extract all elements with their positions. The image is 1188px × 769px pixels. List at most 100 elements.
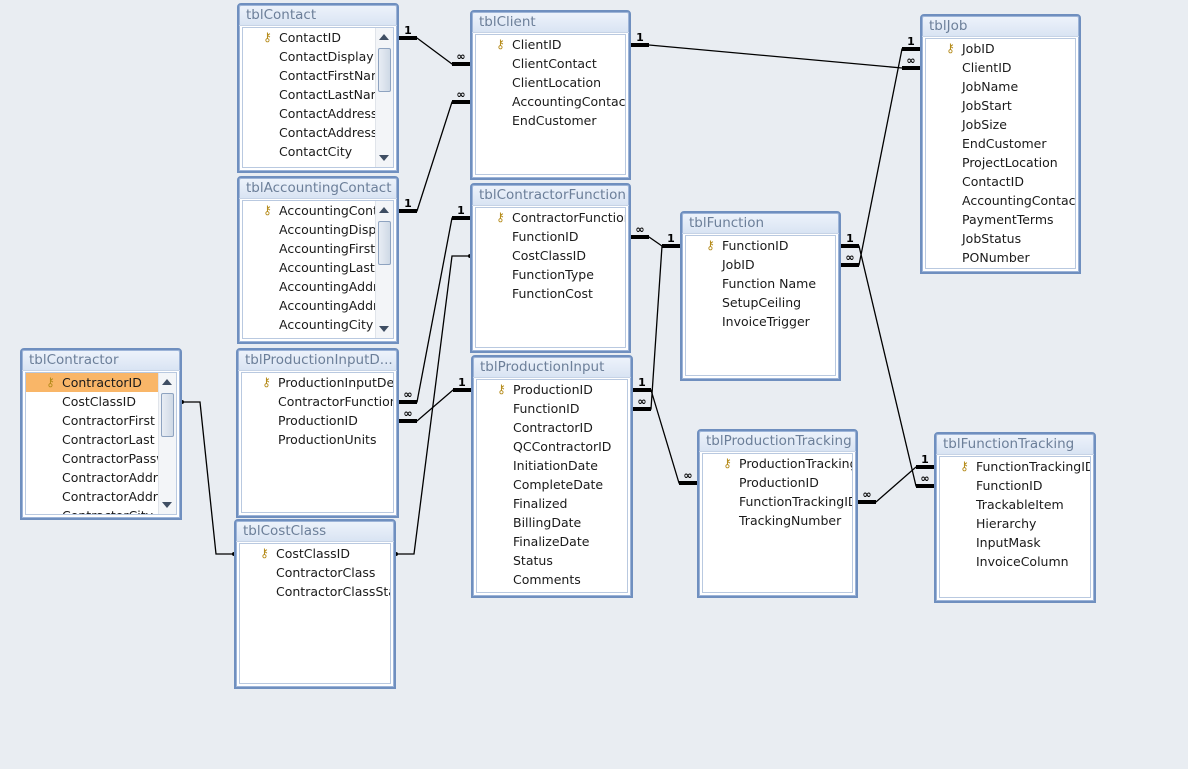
table-title[interactable]: tblProductionTracking: [699, 431, 856, 452]
table-title[interactable]: tblProductionInputD...: [238, 350, 397, 371]
table-title[interactable]: tblContractor: [22, 350, 180, 371]
field-row[interactable]: FunctionType: [476, 265, 625, 284]
field-row[interactable]: JobName: [926, 77, 1075, 96]
field-row[interactable]: ContactCity: [243, 142, 376, 161]
field-row[interactable]: PaymentTerms: [926, 210, 1075, 229]
field-row[interactable]: ContractorCity: [26, 506, 159, 514]
field-row[interactable]: ⚷FunctionID: [686, 236, 835, 255]
field-row[interactable]: ⚷JobID: [926, 39, 1075, 58]
field-list[interactable]: ⚷AccountingContaAccountingDisplaAccounti…: [242, 200, 394, 339]
field-row[interactable]: EndCustomer: [476, 111, 625, 130]
field-row[interactable]: JobSize: [926, 115, 1075, 134]
field-row[interactable]: ContactFirstName: [243, 66, 376, 85]
field-row[interactable]: CostClassID: [476, 246, 625, 265]
table-tblproductioninputd[interactable]: tblProductionInputD... ⚷ProductionInputDe…: [236, 348, 399, 518]
field-row[interactable]: CostClassID: [26, 392, 159, 411]
field-row[interactable]: ContractorID: [477, 418, 627, 437]
field-row[interactable]: ContractorClassStatu: [240, 582, 390, 601]
scroll-down-icon[interactable]: [379, 155, 389, 161]
field-row[interactable]: ContractorFirst: [26, 411, 159, 430]
scrollbar[interactable]: [375, 201, 393, 338]
field-row[interactable]: InitiationDate: [477, 456, 627, 475]
field-row[interactable]: InvoiceColumn: [940, 552, 1090, 571]
table-tblcontact[interactable]: tblContact⚷ContactIDContactDisplayNaCont…: [237, 3, 399, 173]
field-row[interactable]: ContactAddress2: [243, 123, 376, 142]
field-row[interactable]: ⚷ProductionID: [477, 380, 627, 399]
field-row[interactable]: CompleteDate: [477, 475, 627, 494]
table-title[interactable]: tblAccountingContact: [239, 178, 397, 199]
field-row[interactable]: BillingDate: [477, 513, 627, 532]
field-row[interactable]: AccountingContact: [476, 92, 625, 111]
table-title[interactable]: tblCostClass: [236, 521, 394, 542]
field-row[interactable]: AccountingAddre: [243, 277, 376, 296]
field-row[interactable]: ⚷FunctionTrackingID: [940, 457, 1090, 476]
field-row[interactable]: ContactLastName: [243, 85, 376, 104]
field-row[interactable]: ⚷ProductionTrackingII: [703, 454, 852, 473]
field-row[interactable]: Status: [477, 551, 627, 570]
field-row[interactable]: AccountingDispla: [243, 220, 376, 239]
table-tblproductiontracking[interactable]: tblProductionTracking⚷ProductionTracking…: [697, 429, 858, 598]
field-row[interactable]: AccountingAddre: [243, 296, 376, 315]
field-row[interactable]: ProductionID: [242, 411, 393, 430]
scrollbar[interactable]: [158, 373, 176, 514]
field-row[interactable]: AccountingContactII: [926, 191, 1075, 210]
scroll-up-icon[interactable]: [162, 379, 172, 385]
field-row[interactable]: ⚷ProductionInputDeta: [242, 373, 393, 392]
table-title[interactable]: tblJob: [922, 16, 1079, 37]
field-row[interactable]: TrackingNumber: [703, 511, 852, 530]
field-row[interactable]: PONumber: [926, 248, 1075, 267]
field-row[interactable]: FunctionID: [477, 399, 627, 418]
field-row[interactable]: TrackableItem: [940, 495, 1090, 514]
field-row[interactable]: QCContractorID: [477, 437, 627, 456]
scroll-down-icon[interactable]: [379, 326, 389, 332]
field-row[interactable]: AccountingFirstN: [243, 239, 376, 258]
field-row[interactable]: AccountingCity: [243, 315, 376, 334]
field-row[interactable]: Function Name: [686, 274, 835, 293]
scroll-up-icon[interactable]: [379, 207, 389, 213]
scroll-thumb[interactable]: [378, 48, 391, 92]
field-row[interactable]: ⚷ClientID: [476, 35, 625, 54]
field-row[interactable]: InputMask: [940, 533, 1090, 552]
relationship-line[interactable]: [396, 255, 470, 555]
field-row[interactable]: ProductionID: [703, 473, 852, 492]
field-row[interactable]: Comments: [477, 570, 627, 589]
field-row[interactable]: ContactDisplayNa: [243, 47, 376, 66]
field-list[interactable]: ⚷ProductionTrackingIIProductionIDFunctio…: [702, 453, 853, 593]
field-row[interactable]: JobStart: [926, 96, 1075, 115]
field-row[interactable]: ClientLocation: [476, 73, 625, 92]
relationship-line[interactable]: [399, 101, 470, 212]
field-row[interactable]: ⚷ContactID: [243, 28, 376, 47]
field-row[interactable]: ⚷ContractorID: [26, 373, 159, 392]
scroll-up-icon[interactable]: [379, 34, 389, 40]
table-title[interactable]: tblContractorFunction: [472, 185, 629, 206]
field-row[interactable]: AccountingLastN: [243, 258, 376, 277]
field-row[interactable]: ContactID: [926, 172, 1075, 191]
field-row[interactable]: ContractorFunctionI: [242, 392, 393, 411]
table-title[interactable]: tblContact: [239, 5, 397, 26]
field-row[interactable]: ContractorAddre: [26, 487, 159, 506]
field-row[interactable]: JobID: [686, 255, 835, 274]
relationship-line[interactable]: [399, 217, 470, 403]
field-row[interactable]: FunctionID: [476, 227, 625, 246]
field-row[interactable]: ClientContact: [476, 54, 625, 73]
table-title[interactable]: tblClient: [472, 12, 629, 33]
field-row[interactable]: FunctionID: [940, 476, 1090, 495]
field-row[interactable]: ClientID: [926, 58, 1075, 77]
field-row[interactable]: SetupCeiling: [686, 293, 835, 312]
field-row[interactable]: ⚷AccountingConta: [243, 201, 376, 220]
table-title[interactable]: tblProductionInput: [473, 357, 631, 378]
table-title[interactable]: tblFunction: [682, 213, 839, 234]
